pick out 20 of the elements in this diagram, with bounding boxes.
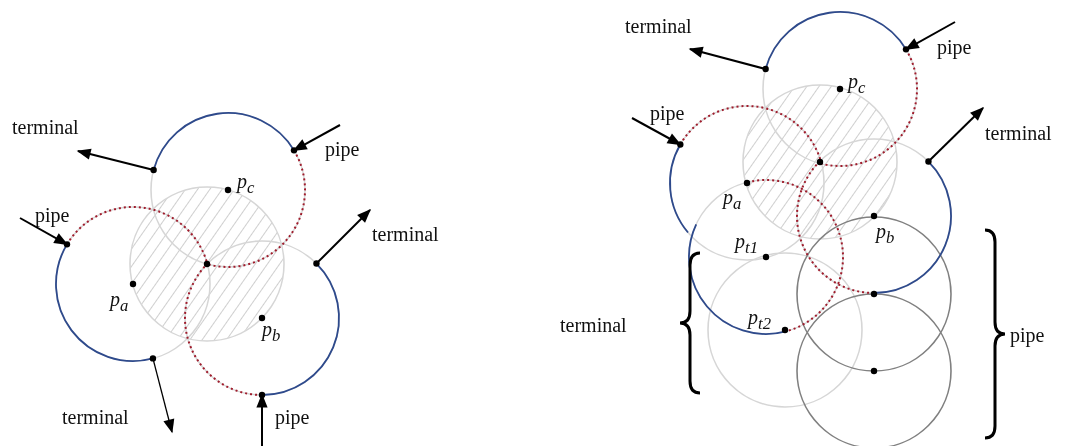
point-label: p$_{c}$ (848, 70, 866, 99)
point-label: p$_{t2}$ (748, 306, 771, 335)
annotation-label: terminal (560, 314, 627, 336)
annotation-label: pipe (325, 138, 360, 160)
annotation-label: terminal (372, 223, 439, 245)
point-label: p$_{a}$ (723, 186, 742, 215)
annotation-label: pipe (650, 102, 685, 124)
annotation-label: pipe (35, 204, 70, 226)
annotation-label: pipe (937, 36, 972, 58)
point-label: p$_{a}$ (110, 288, 129, 317)
annotation-label: pipe (275, 406, 310, 428)
annotation-label: terminal (62, 406, 129, 428)
annotation-label: pipe (1010, 324, 1045, 346)
annotation-label: terminal (625, 15, 692, 37)
point-label: p$_{b}$ (876, 220, 895, 249)
annotation-label: terminal (985, 122, 1052, 144)
point-label: p$_{b}$ (262, 318, 281, 347)
point-label: p$_{c}$ (237, 170, 255, 199)
annotation-label: terminal (12, 116, 79, 138)
point-label: p$_{t1}$ (735, 230, 758, 259)
